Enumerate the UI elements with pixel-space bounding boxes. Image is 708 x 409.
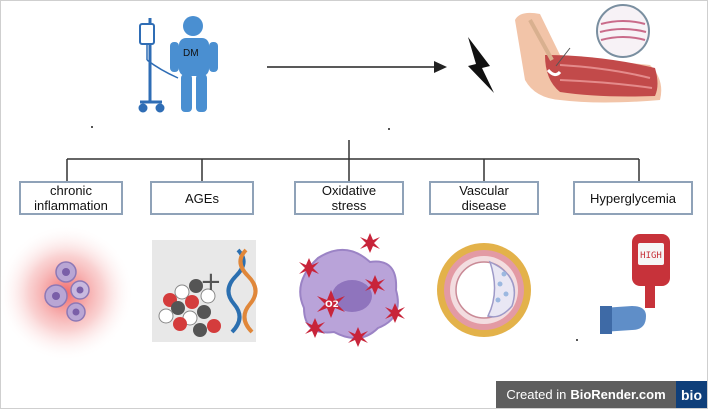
badge-prefix: Created in xyxy=(506,387,567,402)
biorender-logo: bio xyxy=(676,381,707,408)
biorender-badge[interactable]: Created in BioRender.com bio xyxy=(496,381,707,408)
category-box-hyperglycemia: Hyperglycemia xyxy=(573,181,693,215)
tree-connector xyxy=(66,140,640,181)
category-label: chronic inflammation xyxy=(34,183,108,213)
oxygen-label: O2 xyxy=(325,300,339,310)
category-label: AGEs xyxy=(185,190,219,206)
badge-text: Created in BioRender.com xyxy=(496,381,676,408)
category-box-vascular: Vascular disease xyxy=(429,181,539,215)
glucose-meter-icon xyxy=(600,234,670,334)
meter-reading: HIGH xyxy=(640,251,662,261)
arrow-right-icon xyxy=(267,61,447,73)
arm-muscle-icon xyxy=(515,4,662,103)
category-box-oxidative: Oxidative stress xyxy=(294,181,404,215)
category-label: Oxidative stress xyxy=(321,183,377,213)
category-box-ages: AGEs xyxy=(150,181,254,215)
ages-molecule-icon: + xyxy=(152,240,258,342)
patient-label: DM xyxy=(183,48,199,59)
speck xyxy=(388,128,390,130)
patient-icon xyxy=(170,16,218,112)
oxidative-cell-icon: O2 xyxy=(299,233,405,347)
category-box-inflammation: chronic inflammation xyxy=(19,181,123,215)
speck xyxy=(91,126,93,128)
category-label: Hyperglycemia xyxy=(590,190,676,206)
artery-cross-section-icon xyxy=(437,243,531,337)
badge-brand: BioRender.com xyxy=(570,387,666,402)
category-label: Vascular disease xyxy=(459,183,509,213)
speck xyxy=(576,339,578,341)
plus-icon: + xyxy=(200,267,222,297)
lightning-icon xyxy=(468,37,494,93)
inflammation-cells-icon xyxy=(0,225,134,361)
iv-stand-icon xyxy=(138,18,179,113)
